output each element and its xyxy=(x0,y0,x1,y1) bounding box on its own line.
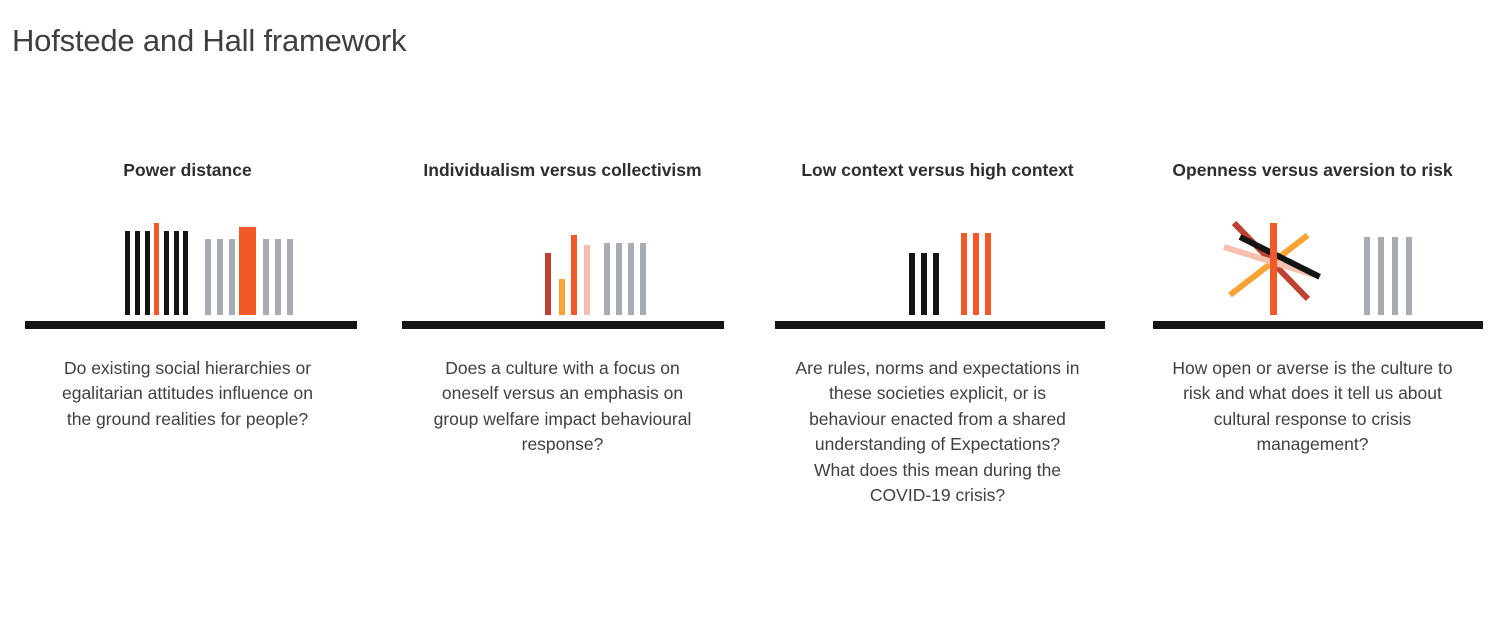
column-heading: Individualism versus collectivism xyxy=(423,160,702,180)
icon-bar xyxy=(163,231,169,315)
column-body-text: Do existing social hierarchies or egalit… xyxy=(61,358,313,429)
icon-bar xyxy=(627,243,634,315)
framework-column-individualism-versus-collectivism: Individualism versus collectivism Does a… xyxy=(375,158,750,508)
column-heading: Low context versus high context xyxy=(801,160,1074,180)
icon-bar xyxy=(583,245,590,315)
icon-bar xyxy=(544,253,551,315)
icon-bar xyxy=(228,239,235,315)
framework-column-low-context-versus-high-context: Low context versus high context Are rule… xyxy=(750,158,1125,508)
column-divider xyxy=(774,321,1105,329)
two-group-bars-icon xyxy=(773,195,1103,315)
column-heading: Openness versus aversion to risk xyxy=(1172,160,1453,180)
icon-bar xyxy=(204,239,211,315)
icon-bar xyxy=(908,253,915,315)
icon-bar xyxy=(173,231,179,315)
framework-column-power-distance: Power distance Do existing social hierar… xyxy=(0,158,375,508)
icon-bar xyxy=(615,243,622,315)
icon-bar xyxy=(1391,237,1398,315)
column-body-text: Does a culture with a focus on oneself v… xyxy=(433,358,692,455)
framework-column-openness-versus-aversion-to-risk: Openness versus aversion to risk How ope… xyxy=(1125,158,1500,508)
icon-bar xyxy=(144,231,150,315)
icon-bar xyxy=(932,253,939,315)
icon-bar xyxy=(216,239,223,315)
column-divider xyxy=(1152,321,1483,329)
framework-columns: Power distance Do existing social hierar… xyxy=(0,158,1500,508)
icon-bar xyxy=(1363,237,1370,315)
icon-bar xyxy=(558,279,565,315)
icon-bar xyxy=(603,243,610,315)
icon-bar xyxy=(286,239,293,315)
column-body-text: Are rules, norms and expectations in the… xyxy=(795,358,1080,506)
icon-bar xyxy=(1269,223,1277,315)
icon-bar xyxy=(274,239,281,315)
icon-bar xyxy=(182,231,188,315)
column-heading: Power distance xyxy=(123,160,252,180)
icon-bar xyxy=(262,239,269,315)
column-divider xyxy=(24,321,357,329)
icon-bar xyxy=(960,233,967,315)
barcode-bars-icon xyxy=(23,195,353,315)
icon-bar xyxy=(570,235,577,315)
icon-bar xyxy=(1405,237,1412,315)
icon-bar xyxy=(238,227,256,315)
column-body-text: How open or averse is the culture to ris… xyxy=(1172,358,1453,455)
icon-bar xyxy=(639,243,646,315)
icon-bar xyxy=(153,223,159,315)
icon-bar xyxy=(920,253,927,315)
icon-bar xyxy=(984,233,991,315)
icon-bar xyxy=(124,231,130,315)
column-divider xyxy=(401,321,724,329)
page-title: Hofstede and Hall framework xyxy=(12,22,407,58)
icon-bar xyxy=(972,233,979,315)
crossed-lines-icon xyxy=(1148,195,1478,315)
icon-bar xyxy=(134,231,140,315)
icon-bar xyxy=(1377,237,1384,315)
mixed-height-bars-icon xyxy=(398,195,728,315)
